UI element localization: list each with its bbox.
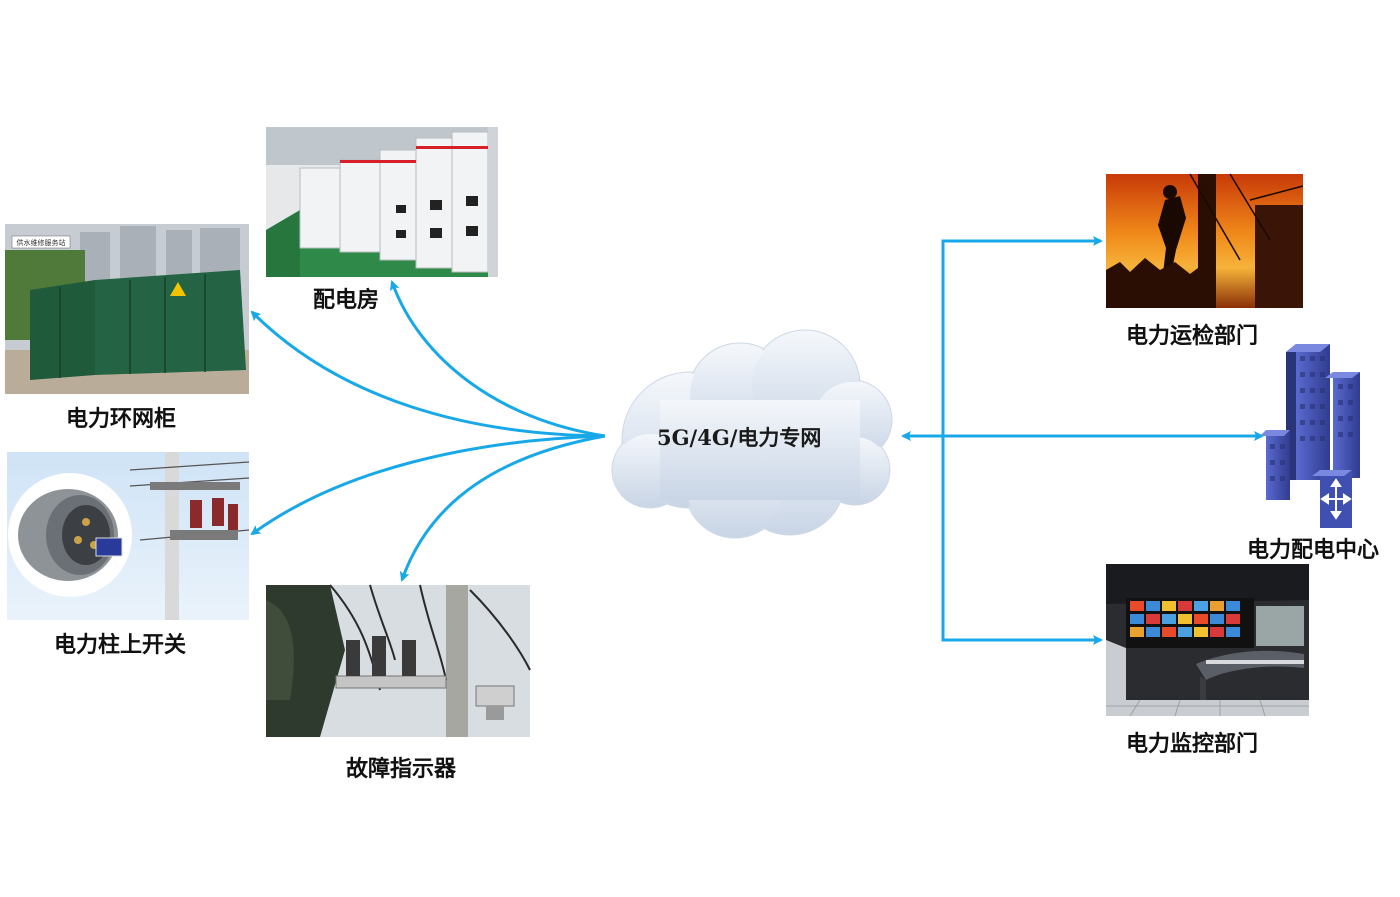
network-router-icon <box>1320 478 1352 520</box>
arrow-to-distribution-room <box>390 280 606 438</box>
arrow-to-pole-switch <box>250 434 606 536</box>
ops-department-label: 电力运检部门 <box>1126 323 1259 349</box>
fault-indicator-label: 故障指示器 <box>346 756 457 782</box>
monitoring-department-photo <box>1106 564 1309 717</box>
distribution-room-label: 配电房 <box>313 287 380 313</box>
ring-main-unit-sign: 供水维修服务站 <box>17 238 66 247</box>
dispatch-center-buildings <box>1260 344 1360 528</box>
network-label: 5G/4G/电力专网 <box>657 425 822 450</box>
arrow-to-ring-main-unit <box>250 310 606 438</box>
ring-main-unit-label: 电力环网柜 <box>66 406 177 432</box>
arrow-to-ops-department <box>941 236 1103 436</box>
arrow-to-fault-indicator <box>399 434 606 582</box>
pole-switch-label: 电力柱上开关 <box>54 632 187 658</box>
ops-department-photo <box>1106 173 1304 308</box>
network-cloud <box>611 329 893 539</box>
ring-main-unit-photo: 供水维修服务站 <box>5 224 249 394</box>
connector-arrows <box>250 236 1264 645</box>
arrow-to-monitoring-department <box>941 436 1103 645</box>
monitoring-department-label: 电力监控部门 <box>1126 731 1259 757</box>
dispatch-center-label: 电力配电中心 <box>1247 537 1380 563</box>
pole-switch-photo <box>7 452 250 620</box>
distribution-room-photo <box>266 127 498 277</box>
fault-indicator-photo <box>266 584 531 737</box>
